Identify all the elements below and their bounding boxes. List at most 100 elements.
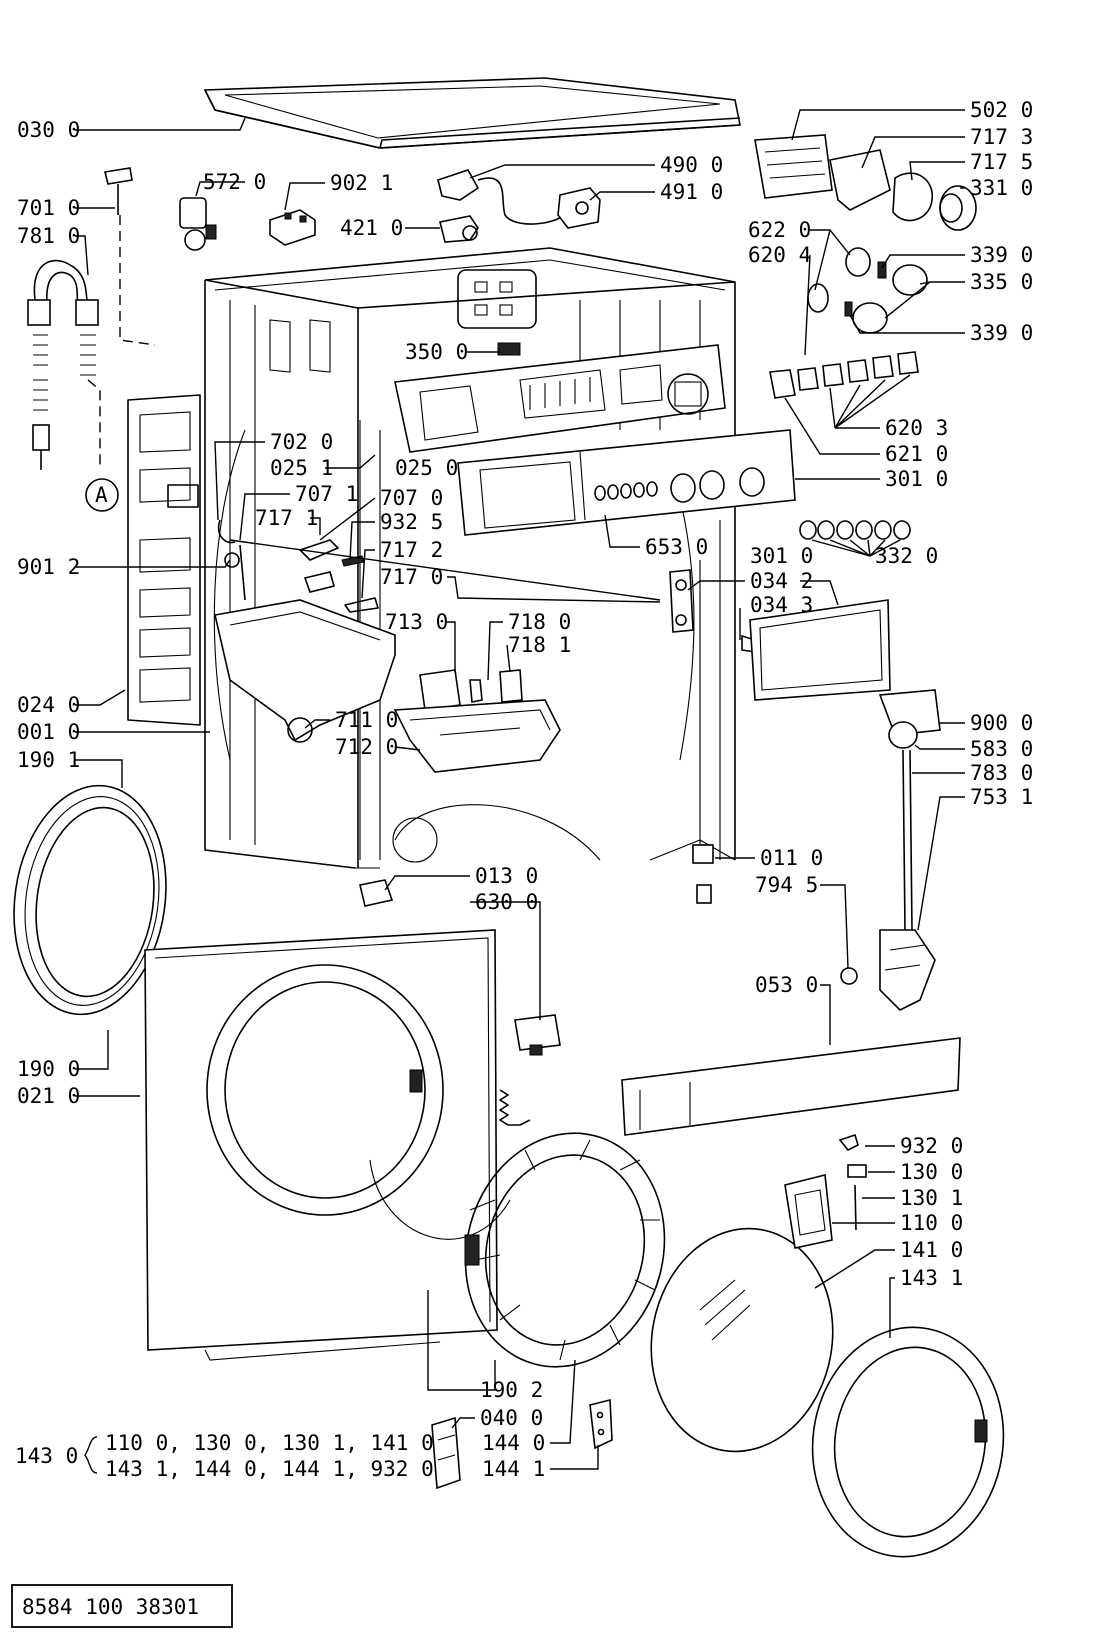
- electronic-module: [754, 134, 977, 231]
- label-190-2: 190 2: [480, 1378, 543, 1402]
- label-783-0: 783 0: [970, 761, 1033, 785]
- label-781-0: 781 0: [17, 224, 80, 248]
- top-cover: [203, 77, 741, 149]
- door-glass: [650, 1227, 834, 1453]
- label-711-0: 711 0: [335, 708, 398, 732]
- document-number-box: 8584 100 38301: [11, 1584, 233, 1628]
- label-013-0: 013 0: [475, 864, 538, 888]
- label-491-0: 491 0: [660, 180, 723, 204]
- label-622-0: 622 0: [748, 218, 811, 242]
- label-717-2: 717 2: [380, 538, 443, 562]
- label-932-5: 932 5: [380, 510, 443, 534]
- label-707-1: 707 1: [295, 482, 358, 506]
- label-900-0: 900 0: [970, 711, 1033, 735]
- label-040-0: 040 0: [480, 1406, 543, 1430]
- label-620-4: 620 4: [748, 243, 811, 267]
- label-021-0: 021 0: [17, 1084, 80, 1108]
- label-901-2: 901 2: [17, 555, 80, 579]
- label-620-3: 620 3: [885, 416, 948, 440]
- drawings: [13, 77, 1005, 1558]
- label-053-0: 053 0: [755, 973, 818, 997]
- label-502-0: 502 0: [970, 98, 1033, 122]
- label-421-0: 421 0: [340, 216, 403, 240]
- label-130-1: 130 1: [900, 1186, 963, 1210]
- label-630-0: 630 0: [475, 890, 538, 914]
- door-ring: [811, 1326, 1005, 1558]
- label-490-0: 490 0: [660, 153, 723, 177]
- kit-legend: 143 0 110 0, 130 0, 130 1, 141 0 143 1, …: [15, 1431, 434, 1481]
- interlock-parts: [669, 569, 756, 653]
- feet: [359, 844, 714, 907]
- label-331-0: 331 0: [970, 176, 1033, 200]
- inlet-hose: [27, 167, 156, 470]
- fascia-panel: [457, 429, 796, 536]
- label-144-0: 144 0: [482, 1431, 545, 1455]
- drawer-front: [749, 599, 891, 701]
- callout-a: [85, 478, 119, 512]
- push-buttons: [799, 520, 911, 540]
- dispenser-levers: [298, 539, 379, 613]
- label-144-1: 144 1: [482, 1457, 545, 1481]
- label-130-0: 130 0: [900, 1160, 963, 1184]
- label-712-0: 712 0: [335, 735, 398, 759]
- door-lock-relay: [439, 215, 479, 243]
- label-932-0: 932 0: [900, 1134, 963, 1158]
- label-717-0: 717 0: [380, 565, 443, 589]
- label-701-0: 701 0: [17, 196, 80, 220]
- door-gasket: [13, 784, 167, 1016]
- label-707-0: 707 0: [380, 486, 443, 510]
- switch-set: [769, 351, 919, 399]
- control-frame: [394, 342, 726, 453]
- label-718-1: 718 1: [508, 633, 571, 657]
- door-handle: [784, 1133, 867, 1249]
- label-621-0: 621 0: [885, 442, 948, 466]
- label-653-0: 653 0: [645, 535, 708, 559]
- label-025-1: 025 1: [270, 456, 333, 480]
- label-301-0-fascia: 301 0: [885, 467, 948, 491]
- door-lock: [514, 1014, 561, 1056]
- door-frame: [464, 1132, 666, 1368]
- label-024-0: 024 0: [17, 693, 80, 717]
- label-717-3: 717 3: [970, 125, 1033, 149]
- side-panel: [127, 394, 201, 726]
- leader-lines: [75, 109, 965, 1474]
- label-332-0: 332 0: [875, 544, 938, 568]
- door-hinge: [431, 1416, 461, 1490]
- label-141-0: 141 0: [900, 1238, 963, 1262]
- label-350-0: 350 0: [405, 340, 468, 364]
- selector-parts: [807, 247, 928, 334]
- label-143-1: 143 1: [900, 1266, 963, 1290]
- pump-assembly: [840, 689, 941, 1011]
- hook-part: [589, 1398, 613, 1450]
- inlet-valve: [179, 197, 217, 251]
- document-number: 8584 100 38301: [22, 1595, 199, 1619]
- front-panel: [144, 929, 498, 1361]
- label-034-3: 034 3: [750, 593, 813, 617]
- label-717-5: 717 5: [970, 150, 1033, 174]
- callout-a-letter: A: [95, 483, 108, 507]
- label-583-0: 583 0: [970, 737, 1033, 761]
- kit-number: 143 0: [15, 1444, 78, 1468]
- label-110-0: 110 0: [900, 1211, 963, 1235]
- part-labels: 030 0 572 0 902 1 490 0 491 0 421 0 502 …: [17, 98, 1033, 1481]
- label-713-0: 713 0: [385, 610, 448, 634]
- power-cable: [437, 169, 601, 229]
- label-190-0: 190 0: [17, 1057, 80, 1081]
- label-190-1: 190 1: [17, 748, 80, 772]
- label-025-0: 025 0: [395, 456, 458, 480]
- label-717-1: 717 1: [255, 506, 318, 530]
- label-718-0: 718 0: [508, 610, 571, 634]
- label-001-0: 001 0: [17, 720, 80, 744]
- label-753-1: 753 1: [970, 785, 1033, 809]
- label-702-0: 702 0: [270, 430, 333, 454]
- dispenser: [214, 519, 396, 743]
- label-011-0: 011 0: [760, 846, 823, 870]
- label-339-0-top: 339 0: [970, 243, 1033, 267]
- plinth: [621, 1037, 961, 1136]
- label-794-5: 794 5: [755, 873, 818, 897]
- suppressor: [269, 209, 316, 246]
- label-572-0: 572 0: [203, 170, 266, 194]
- label-335-0: 335 0: [970, 270, 1033, 294]
